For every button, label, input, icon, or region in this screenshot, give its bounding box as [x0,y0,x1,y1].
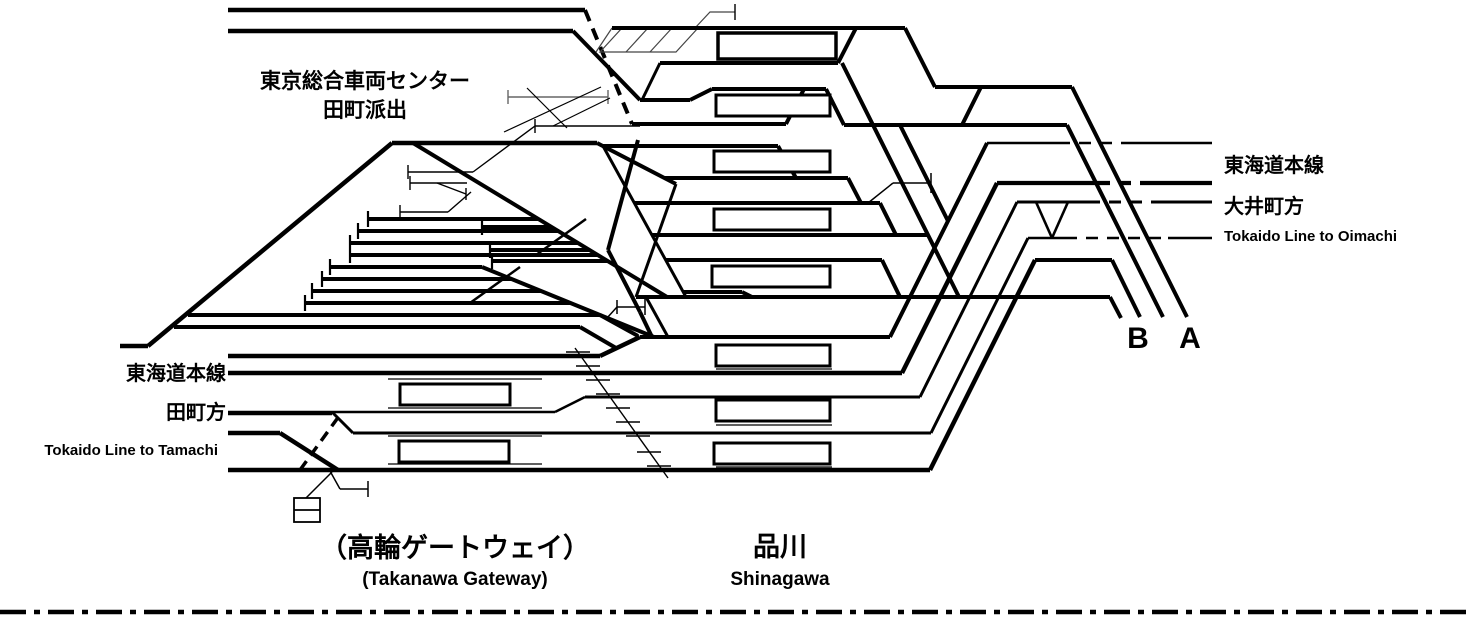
shinagawa-platform-8 [712,441,832,466]
middle-stub-track [867,173,932,204]
shinagawa-platform-2 [714,93,832,118]
takanawa-platform-2 [397,439,511,464]
siding-and-hut [293,470,369,523]
takanawa-gateway-en-label: (Takanawa Gateway) [362,569,548,590]
right-exit-english-label: Tokaido Line to Oimachi [1224,228,1397,245]
station-throat [601,139,688,338]
depot-name-line2: 田町派出 [323,99,407,122]
shinagawa-platform-4 [712,207,832,232]
labels: 東京総合車両センター 田町派出 東海道本線 大井町方 Tokaido Line … [44,69,1397,590]
right-exit-line-label: 東海道本線 [1224,153,1324,177]
left-exit-direction-label: 田町方 [166,400,226,424]
connection-a-label: A [1179,322,1201,355]
platform-edge-lines [388,368,832,468]
shinagawa-platform-3 [712,149,832,174]
yard-stub-end-ticks [303,211,494,311]
shinagawa-platform-7 [714,398,832,423]
yard-upper-thin-stubs [399,125,536,219]
shinagawa-platform-1 [716,31,838,61]
shinagawa-en-label: Shinagawa [730,569,830,590]
right-exit-tracks [987,141,1212,240]
depot-name-line1: 東京総合車両センター [260,69,470,93]
yard-tracks [120,140,669,350]
platforms [397,31,838,466]
station-middle-tracks [596,141,1123,319]
upper-crossover-group [503,86,640,133]
takanawa-platform-1 [398,382,512,407]
station-upper-tracks [612,26,1189,318]
takanawa-gateway-ja-label: （高輪ゲートウェイ） [320,532,590,563]
shinagawa-platform-5 [710,264,832,289]
depot-shed-outline [595,11,735,53]
depot-approach-tracks [228,7,713,125]
boundary-tick-ladder [566,347,671,479]
shinagawa-platform-6 [714,343,832,368]
connection-b-label: B [1127,322,1149,355]
left-exit-line-label: 東海道本線 [126,361,226,385]
shinagawa-ja-label: 品川 [753,532,807,562]
bottom-through-tracks [228,142,1142,473]
throat-stub-track [606,299,646,319]
right-exit-direction-label: 大井町方 [1224,194,1304,218]
left-exit-english-label: Tokaido Line to Tamachi [44,442,218,459]
